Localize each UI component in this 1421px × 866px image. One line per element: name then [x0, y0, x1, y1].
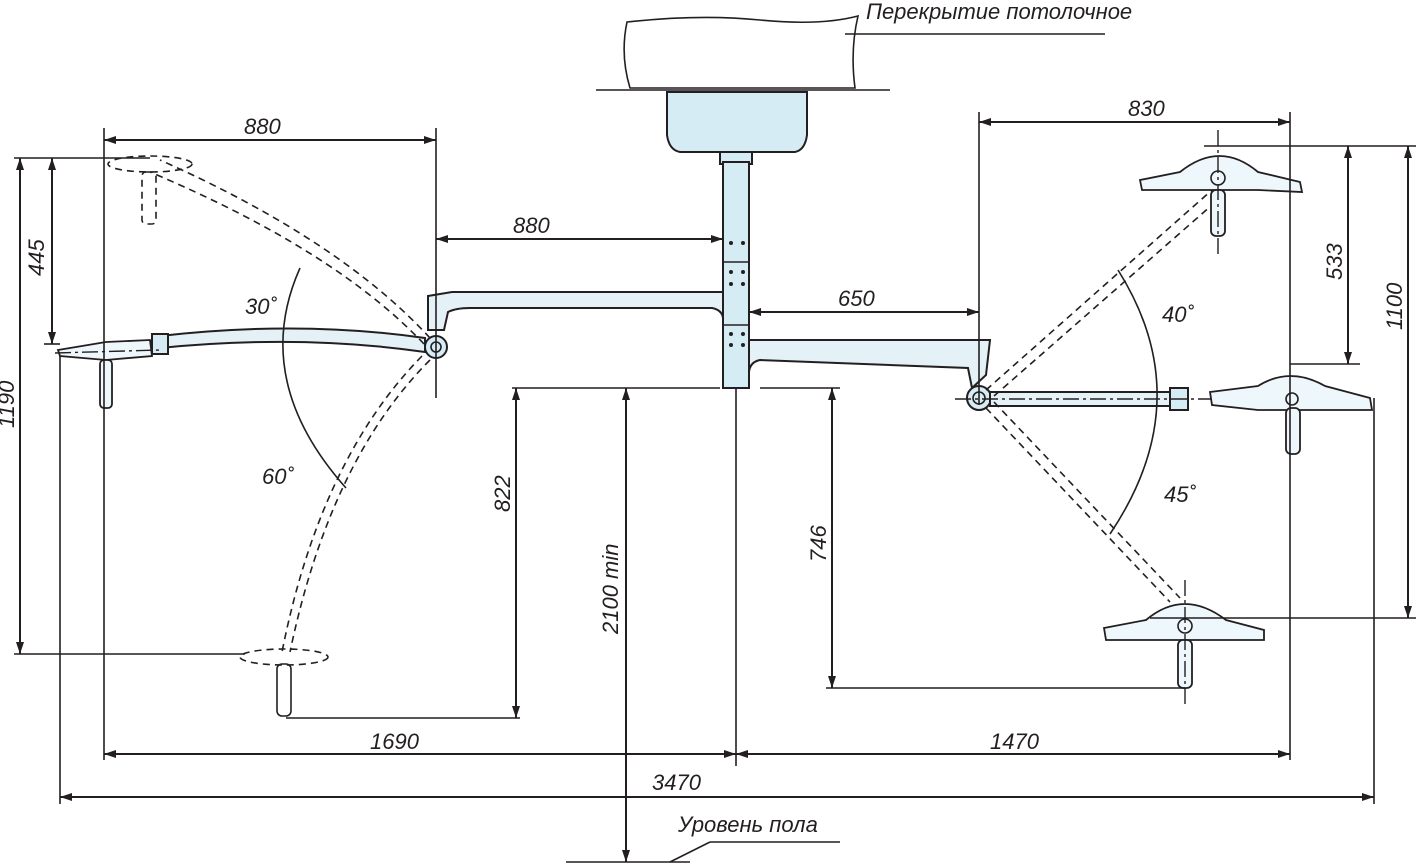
angle-45: 45˚ [1164, 482, 1196, 507]
arrowhead [1344, 352, 1352, 364]
left-horizontal-arm [427, 291, 724, 331]
arrowhead [622, 850, 630, 862]
angle-60: 60˚ [262, 464, 294, 489]
left-lamp-handle [99, 359, 113, 409]
dim-880-top: 880 [244, 114, 281, 139]
arrowhead [828, 676, 836, 688]
arrowhead [1278, 118, 1290, 126]
dim-650: 650 [838, 286, 875, 311]
arrowhead [16, 158, 24, 170]
dimension-arrowheads [16, 118, 1412, 862]
dim-445: 445 [24, 239, 49, 276]
dim-1190: 1190 [0, 380, 19, 428]
arrowhead [60, 793, 72, 801]
ceiling-mount [666, 91, 808, 153]
arrowhead [104, 750, 116, 758]
left-arm-upper-dashed [159, 159, 431, 339]
dim-1100: 1100 [1382, 282, 1407, 330]
right-lamp-head-upper [1138, 155, 1304, 193]
arrowhead [749, 308, 761, 316]
central-column [722, 161, 750, 389]
dim-1470: 1470 [990, 729, 1040, 754]
right-horizontal-arm [748, 339, 992, 390]
floor-leader-diag [669, 841, 711, 863]
right-lamp-handle-mid [1285, 407, 1301, 455]
dim-1690: 1690 [370, 729, 420, 754]
dim-3470: 3470 [652, 770, 702, 795]
right-lamp-hub-mid [1285, 392, 1299, 406]
right-lamp-head-lower [1102, 603, 1265, 641]
floor-label: Уровень пола [677, 812, 818, 837]
left-lamp-upper [107, 155, 193, 173]
arrowhead [1362, 793, 1374, 801]
arrowhead [736, 750, 748, 758]
arrowhead [16, 642, 24, 654]
ceiling-label: Перекрытие потолочное [866, 0, 1132, 24]
angle-40: 40˚ [1162, 302, 1194, 327]
arrowhead [436, 235, 448, 243]
dim-533: 533 [1322, 243, 1347, 280]
right-arm-lower-dashed-2 [993, 401, 1181, 599]
arrowhead [828, 388, 836, 400]
arrowhead [512, 706, 520, 718]
angle-30: 30˚ [245, 294, 277, 319]
arrowhead [967, 308, 979, 316]
dim-880-mid: 880 [513, 213, 550, 238]
left-lamp-lower [239, 648, 329, 666]
arrowhead [724, 750, 736, 758]
arrowhead [1404, 146, 1412, 158]
arrowhead [1278, 750, 1290, 758]
arrowhead [424, 136, 436, 144]
left-spring-arm [159, 327, 426, 354]
arrowhead [512, 388, 520, 400]
right-arm-upper-dashed [985, 189, 1213, 391]
arrowhead [1404, 606, 1412, 618]
dim-822: 822 [490, 475, 515, 512]
arrowhead [979, 118, 991, 126]
left-lamp-axis [54, 349, 161, 354]
arrowhead [622, 388, 630, 400]
right-arm-lower-dashed [985, 407, 1171, 603]
left-lamp-upper-handle [141, 171, 157, 225]
column-rivets [729, 241, 745, 347]
left-angle-arc [282, 267, 347, 489]
left-lamp-lower-handle [276, 663, 292, 717]
arrowhead [48, 332, 56, 344]
left-arm-lower-dashed-2 [281, 355, 423, 653]
right-angle-arc [1109, 269, 1158, 535]
arrowhead [48, 158, 56, 170]
dim-746: 746 [806, 525, 831, 562]
arrowhead [1344, 146, 1352, 158]
arrowhead [104, 136, 116, 144]
right-arm-upper-dashed-2 [993, 197, 1221, 397]
dim-2100: 2100 min [598, 543, 623, 635]
left-arm-clamp [151, 333, 169, 355]
dim-830: 830 [1128, 96, 1165, 121]
ceiling-slab [596, 14, 890, 91]
arrowhead [711, 235, 723, 243]
left-arm-upper-dashed-2 [149, 171, 425, 345]
left-arm-lower-dashed [289, 359, 431, 653]
